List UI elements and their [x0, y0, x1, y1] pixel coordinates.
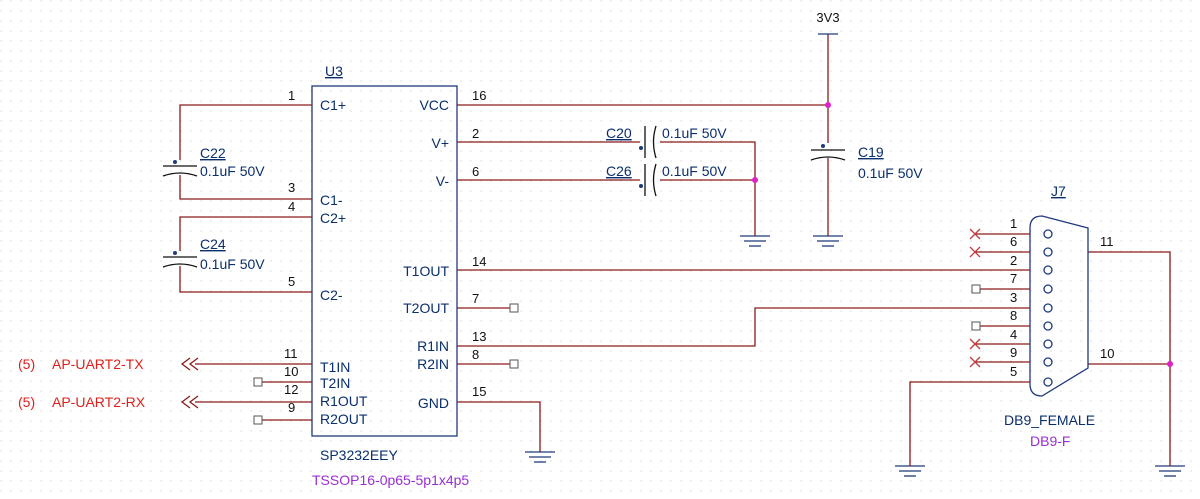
u3-component[interactable]: U3 SP3232EEY TSSOP16-0p65-5p1x4p5 C1+ C1… [284, 63, 486, 488]
j7-pin-5: 5 [1010, 364, 1017, 379]
net-label-uart2-tx[interactable]: (5) AP-UART2-TX [18, 356, 199, 372]
u3-pin-7: 7 [472, 291, 479, 306]
u3-pin-16: 16 [472, 88, 486, 103]
u3-part: SP3232EEY [320, 447, 398, 463]
c26-value: 0.1uF 50V [662, 163, 727, 179]
u3-pin-name-t1out: T1OUT [403, 263, 449, 279]
u3-pin-name-r1out: R1OUT [320, 393, 368, 409]
capacitor-c19[interactable]: C19 0.1uF 50V [810, 144, 923, 181]
j7-pin-2: 2 [1010, 253, 1017, 268]
u3-pin-name-gnd: GND [418, 395, 449, 411]
j7-pin-1: 1 [1010, 216, 1017, 231]
u3-pin-name-c2p: C2+ [320, 210, 346, 226]
u3-pin-13: 13 [472, 329, 486, 344]
j7-ref: J7 [1051, 183, 1066, 199]
u3-pin-14: 14 [472, 254, 486, 269]
c26-ref: C26 [606, 163, 632, 179]
u3-pin-name-vplus: V+ [431, 135, 449, 151]
junction-vminus [752, 177, 758, 183]
net-label-tx-name: AP-UART2-TX [52, 356, 144, 372]
u3-pin-15: 15 [472, 384, 486, 399]
u3-pin-6: 6 [472, 164, 479, 179]
u3-pin-name-c2m: C2- [320, 287, 343, 303]
ground-symbol-u3 [525, 448, 555, 463]
u3-pin-name-t2in: T2IN [320, 375, 350, 391]
c22-value: 0.1uF 50V [200, 163, 265, 179]
u3-pin-name-vminus: V- [436, 173, 450, 189]
u3-ref: U3 [325, 63, 343, 79]
no-connect-t2out [509, 303, 519, 313]
capacitor-c22[interactable]: C22 0.1uF 50V [162, 145, 265, 179]
capacitor-c24[interactable]: C24 0.1uF 50V [162, 236, 265, 272]
u3-pin-12: 12 [284, 382, 298, 397]
j7-pin-4: 4 [1010, 327, 1017, 342]
u3-pin-name-r1in: R1IN [417, 338, 449, 354]
wires [179, 34, 1171, 462]
no-connect-j7-pin8 [971, 321, 981, 331]
ground-symbol-j7-pin5 [895, 462, 925, 477]
ground-symbol-c19 [813, 230, 843, 247]
no-connect-markers [969, 228, 981, 368]
u3-pin-3: 3 [288, 180, 295, 195]
u3-pin-name-vcc: VCC [419, 97, 449, 113]
c20-value: 0.1uF 50V [662, 125, 727, 141]
u3-pin-name-t1in: T1IN [320, 359, 350, 375]
j7-connector[interactable]: J7 DB9_FEMALE DB9-F 1 6 2 7 3 8 4 9 5 11… [1004, 183, 1114, 449]
u3-pin-1: 1 [288, 88, 295, 103]
u3-pin-8: 8 [472, 347, 479, 362]
u3-pin-11: 11 [284, 346, 298, 361]
c24-value: 0.1uF 50V [200, 256, 265, 272]
net-label-rx-name: AP-UART2-RX [52, 394, 146, 410]
u3-pin-2: 2 [472, 126, 479, 141]
u3-pin-name-r2out: R2OUT [320, 411, 368, 427]
j7-pin-9: 9 [1010, 345, 1017, 360]
junction-shell [1167, 361, 1173, 367]
u3-pin-name-t2out: T2OUT [403, 300, 449, 316]
u3-pin-9: 9 [288, 400, 295, 415]
power-3v3[interactable]: 3V3 [816, 10, 840, 35]
no-connect-j7-pin7 [971, 284, 981, 294]
u3-pin-4: 4 [288, 199, 295, 214]
c22-ref: C22 [200, 145, 226, 161]
u3-body [311, 85, 458, 437]
no-connect-t2in [253, 377, 263, 387]
capacitor-c20[interactable]: C20 0.1uF 50V [606, 125, 727, 159]
j7-pin-11: 11 [1100, 234, 1114, 249]
power-rail-label: 3V3 [816, 10, 839, 25]
j7-pin-8: 8 [1010, 308, 1017, 323]
j7-pin-3: 3 [1010, 290, 1017, 305]
ground-symbol-j7-shell [1155, 462, 1185, 477]
u3-pin-name-r2in: R2IN [417, 356, 449, 372]
u3-pin-10: 10 [284, 364, 298, 379]
j7-pin-6: 6 [1010, 234, 1017, 249]
u3-pin-name-c1p: C1+ [320, 97, 346, 113]
no-connect-r2out [253, 415, 263, 425]
j7-pin-7: 7 [1010, 271, 1017, 286]
net-label-tx-page: (5) [18, 356, 35, 372]
j7-footprint: DB9-F [1030, 433, 1070, 449]
u3-pin-5: 5 [288, 274, 295, 289]
ground-symbol-c20 [740, 230, 770, 247]
j7-part: DB9_FEMALE [1004, 412, 1095, 428]
u3-footprint: TSSOP16-0p65-5p1x4p5 [312, 472, 469, 488]
junction-vcc [825, 102, 831, 108]
no-connect-r2in [509, 359, 519, 369]
j7-shell-outline [1029, 215, 1089, 397]
c20-ref: C20 [606, 125, 632, 141]
net-label-uart2-rx[interactable]: (5) AP-UART2-RX [18, 394, 199, 410]
c19-value: 0.1uF 50V [858, 165, 923, 181]
capacitor-c26[interactable]: C26 0.1uF 50V [606, 163, 727, 197]
c19-ref: C19 [858, 144, 884, 160]
j7-pin-10: 10 [1100, 346, 1114, 361]
c24-ref: C24 [200, 236, 226, 252]
net-label-rx-page: (5) [18, 394, 35, 410]
u3-pin-name-c1m: C1- [320, 192, 343, 208]
